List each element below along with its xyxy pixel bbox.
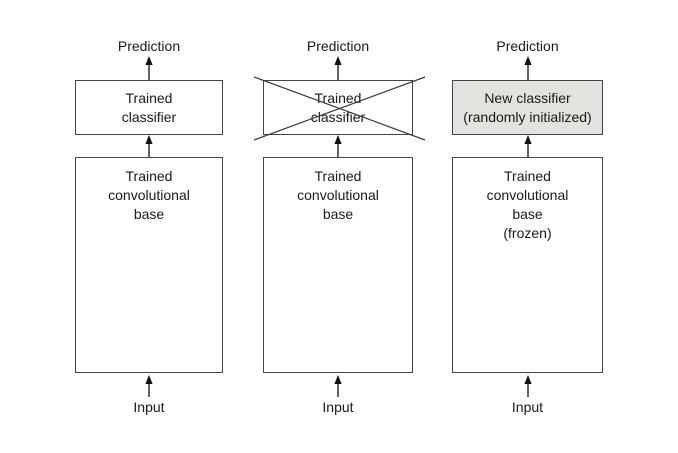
classifier-line: classifier (121, 108, 177, 125)
input-label: Input (322, 399, 354, 415)
up-arrow-icon (523, 375, 532, 397)
conv-base-frozen-box: Trained convolutional base (frozen) (452, 157, 603, 373)
classifier-line: classifier (310, 108, 366, 125)
up-arrow-icon (145, 56, 153, 80)
input-label: Input (133, 399, 165, 415)
up-arrow-icon (523, 56, 532, 80)
conv-base-line: Trained (314, 168, 362, 184)
up-arrow-icon (334, 56, 342, 80)
prediction-label: Prediction (306, 38, 370, 54)
conv-base-box: Trained convolutional base (75, 157, 223, 373)
new-classifier-box: New classifier (randomly initialized) (452, 80, 603, 135)
prediction-label: Prediction (496, 38, 559, 54)
conv-base-line: base (322, 206, 354, 222)
diagram-column-original: Prediction Trained classifier Trained co… (75, 0, 223, 453)
conv-base-line: convolutional (108, 187, 190, 203)
conv-base-box: Trained convolutional base (263, 157, 413, 373)
diagram-column-discarded: Prediction Trained classifier Trained co… (253, 0, 426, 453)
conv-base-line: base (512, 206, 543, 222)
up-arrow-icon (145, 375, 153, 397)
up-arrow-icon (334, 375, 342, 397)
conv-base-line: base (133, 206, 165, 222)
classifier-line: Trained (314, 89, 362, 106)
diagram-column-new-classifier: Prediction New classifier (randomly init… (452, 0, 603, 453)
conv-base-line: (frozen) (503, 225, 552, 241)
conv-base-line: Trained (125, 168, 173, 184)
input-label: Input (511, 399, 544, 415)
up-arrow-icon (334, 135, 342, 157)
prediction-label: Prediction (117, 38, 181, 54)
classifier-box: Trained classifier (75, 80, 223, 135)
classifier-line: Trained (125, 89, 173, 106)
conv-base-line: convolutional (297, 187, 379, 203)
conv-base-line: Trained (504, 168, 551, 184)
classifier-line: (randomly initialized) (463, 108, 592, 125)
up-arrow-icon (145, 135, 153, 157)
up-arrow-icon (523, 135, 532, 157)
classifier-line: New classifier (484, 89, 571, 106)
classifier-box-crossed: Trained classifier (253, 76, 426, 141)
conv-base-line: convolutional (486, 187, 569, 203)
